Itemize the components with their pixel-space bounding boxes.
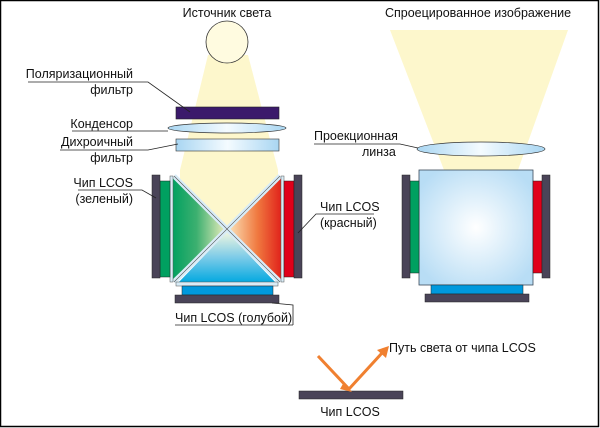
red-lcos-chip — [293, 174, 303, 279]
blue-chip-label: Чип LCOS (голубой) — [175, 311, 292, 325]
incoming-arrowhead-icon — [340, 382, 352, 392]
reflection-chip-label: Чип LCOS — [320, 405, 380, 419]
dichroic-filter — [175, 138, 280, 152]
light-path-label: Путь света от чипа LCOS — [389, 341, 536, 355]
condenser-label: Конденсор — [70, 117, 133, 131]
red-chip-label-1: Чип LCOS — [320, 200, 380, 214]
polarizing-filter-leader — [28, 81, 191, 113]
green-chip-label-2: (зеленый) — [75, 192, 133, 206]
light-source-icon — [205, 20, 249, 64]
right-red-panel — [532, 180, 543, 274]
right-blue-chip — [424, 293, 530, 303]
projection-lens-leader — [314, 143, 419, 149]
projected-beam — [390, 30, 568, 170]
blue-chip-leader — [271, 302, 294, 325]
green-chip-panel — [159, 180, 171, 278]
green-prism — [172, 176, 227, 280]
dichroic-filter-label-2: фильтр — [90, 151, 133, 165]
red-chip-label-2: (красный) — [320, 216, 377, 230]
light-source-label: Источник света — [183, 6, 272, 20]
dichroic-filter-leader — [60, 143, 179, 151]
right-red-chip — [541, 174, 551, 279]
green-chip-label-1: Чип LCOS — [73, 176, 133, 190]
reflection-lcos-chip — [298, 390, 404, 400]
projection-lens-label-1: Проекционная — [314, 129, 398, 143]
mirror-edge-2 — [173, 175, 281, 283]
blue-prism-face — [175, 281, 279, 287]
green-chip-leader — [78, 189, 157, 199]
projected-image-label: Спроецированное изображение — [385, 6, 571, 20]
green-lcos-chip — [151, 174, 161, 279]
x-cube-prism — [418, 169, 534, 286]
red-prism — [227, 176, 282, 280]
projection-lens-label-2: линза — [362, 145, 396, 159]
green-prism-face — [169, 175, 174, 283]
right-blue-panel — [430, 284, 524, 295]
reflected-light-ray — [347, 351, 384, 391]
blue-lcos-chip — [174, 294, 280, 304]
polarizing-filter-label-1: Поляризационный — [26, 67, 133, 81]
blue-prism — [178, 232, 276, 283]
red-chip-panel — [283, 180, 295, 278]
right-green-panel — [409, 180, 420, 274]
reflected-arrowhead-icon — [377, 346, 389, 358]
red-chip-leader — [297, 213, 374, 234]
projection-lens — [416, 141, 546, 157]
dichroic-filter-label-1: Дихроичный — [61, 135, 133, 149]
polarizing-filter-label-2: фильтр — [90, 83, 133, 97]
condenser-lens — [167, 122, 287, 134]
blue-chip-panel — [181, 285, 274, 296]
right-green-chip — [401, 174, 411, 279]
polarizing-filter — [175, 106, 280, 120]
red-prism-face — [280, 175, 285, 283]
